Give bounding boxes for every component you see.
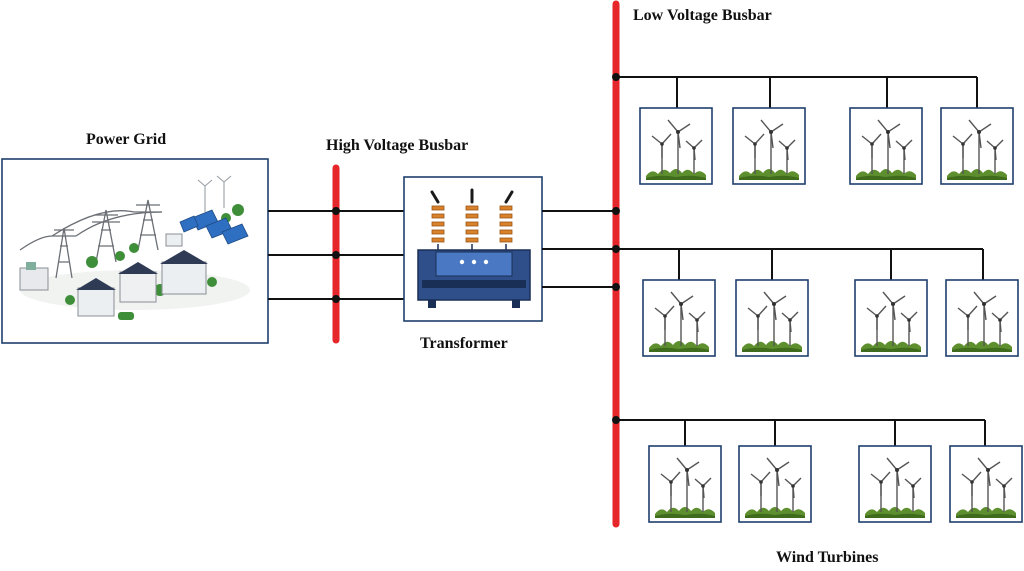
wind-turbine-icon (940, 107, 1014, 185)
high-voltage-busbar (332, 164, 340, 344)
wind-turbine-icon (849, 107, 923, 185)
wind-turbines-label: Wind Turbines (776, 549, 879, 566)
wind-turbine-icon (945, 279, 1019, 357)
wind-turbine-icon (738, 445, 812, 523)
house-icons (19, 233, 208, 320)
tree-icons (65, 204, 244, 305)
wind-turbine-icon (639, 107, 713, 185)
wind-turbine-icon (949, 445, 1023, 523)
wind-turbine-icon (735, 279, 809, 357)
wind-feeder-3 (616, 419, 986, 446)
transformer-icon (417, 188, 531, 308)
power-grid-label: Power Grid (86, 131, 167, 148)
wind-turbine-icon (642, 279, 716, 357)
wind-turbine-icon (854, 279, 928, 357)
high-voltage-busbar-label: High Voltage Busbar (326, 137, 469, 154)
wind-feeder-2 (616, 248, 984, 280)
wind-turbine-icon (648, 445, 722, 523)
transformer-box (403, 176, 543, 322)
wind-feeder-1 (616, 76, 978, 108)
wind-turbine-icon (858, 445, 932, 523)
transformer-label: Transformer (420, 335, 508, 352)
power-grid-box (1, 158, 269, 344)
grid-wind-turbine-icon (197, 175, 232, 212)
transmission-tower-icon (19, 199, 163, 279)
wind-turbine-icon (732, 107, 806, 185)
solar-panel-icons (179, 209, 249, 245)
low-voltage-busbar (612, 0, 620, 528)
lv-feeder-lines (542, 210, 616, 288)
low-voltage-busbar-label: Low Voltage Busbar (633, 7, 772, 24)
